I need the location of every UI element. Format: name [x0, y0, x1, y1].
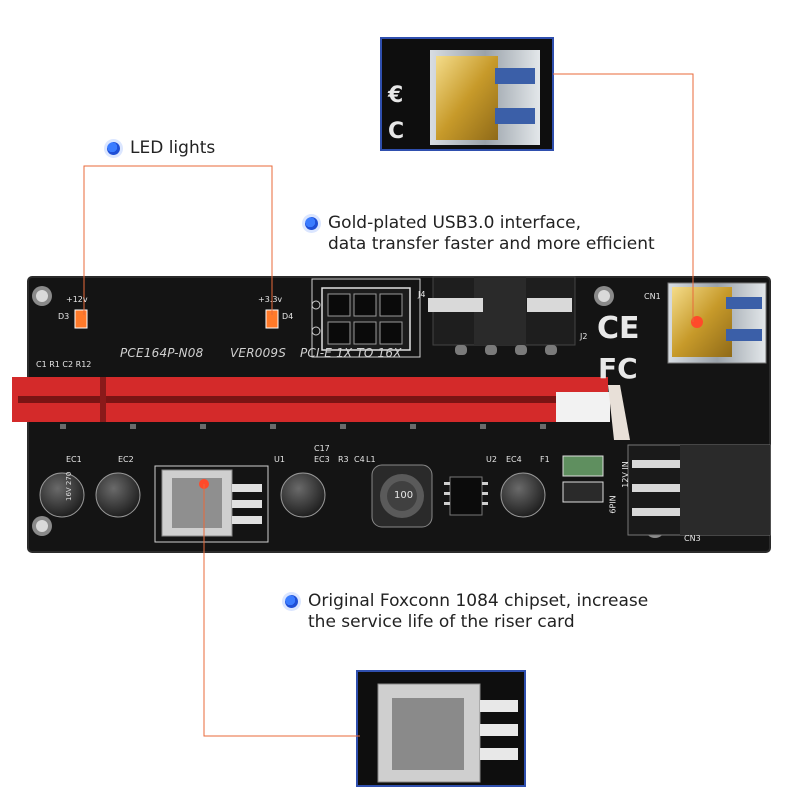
pcie-16x-slot [12, 377, 630, 440]
svg-text:C: C [388, 119, 404, 144]
usb-closeup-inset: € C [380, 37, 554, 151]
silk-33v: +3.3v [258, 295, 283, 304]
silk-cn1: CN1 [644, 292, 661, 301]
silk-ec2: EC2 [118, 455, 134, 464]
silk-j2: J2 [580, 332, 588, 341]
silk-inductor-100: 100 [394, 490, 414, 501]
callout-led-text: LED lights [130, 138, 216, 158]
chipset-closeup-inset [356, 670, 526, 787]
silk-c17: C17 [314, 444, 330, 453]
certification-marks: CE FC [597, 311, 640, 385]
callout-chipset-line2: the service life of the riser card [308, 612, 575, 632]
callout-usb: Gold-plated USB3.0 interface, data trans… [305, 213, 655, 255]
chipset-regulator [154, 465, 269, 543]
ic-u2 [444, 476, 488, 516]
silk-u2: U2 [486, 455, 497, 464]
bullet-dot-icon [107, 142, 120, 155]
capacitor-ec1: 16V 270 [39, 472, 85, 518]
silk-f1: F1 [540, 455, 550, 464]
silk-12v-in: 12V IN [620, 461, 630, 488]
bullet-dot-icon [305, 217, 318, 230]
capacitor-ec3 [280, 472, 326, 518]
silk-d3: D3 [58, 312, 70, 321]
inductor-l1 [371, 464, 433, 528]
capacitor-ec2 [95, 472, 141, 518]
fuse-f1 [562, 455, 604, 503]
silk-u1: U1 [274, 455, 285, 464]
silk-ec3: EC3 [314, 455, 330, 464]
silk-j4: J4 [418, 290, 426, 299]
molex-connector [428, 276, 576, 355]
led-d3 [74, 309, 88, 329]
silk-ec4: EC4 [506, 455, 522, 464]
callout-usb-line2: data transfer faster and more efficient [328, 234, 655, 254]
silk-cn3: CN3 [684, 534, 701, 543]
silk-c4: C4 [354, 455, 365, 464]
silk-6pin: 6PIN [608, 495, 618, 514]
silk-c1-row: C1 R1 C2 R12 [36, 360, 92, 369]
callout-led-lights: LED lights [107, 138, 215, 159]
silk-l1: L1 [366, 455, 376, 464]
power-input-connector [627, 444, 771, 536]
six-pin-header [311, 278, 421, 358]
silk-ec1: EC1 [66, 455, 82, 464]
callout-chipset: Original Foxconn 1084 chipset, increase … [285, 591, 648, 633]
leader-lines [83, 73, 694, 737]
board-slot-label: PCI-E 1X TO 16X [300, 346, 402, 360]
board-version-label: VER009S [230, 346, 287, 360]
silk-12v: +12v [66, 295, 88, 304]
svg-text:CE: CE [597, 311, 640, 346]
silk-d4: D4 [282, 312, 294, 321]
capacitor-ec4 [500, 472, 546, 518]
callout-chipset-line1: Original Foxconn 1084 chipset, increase [308, 591, 649, 611]
svg-text:€: € [387, 83, 403, 108]
svg-text:FC: FC [598, 352, 638, 385]
bullet-dot-icon [285, 595, 298, 608]
callout-usb-line1: Gold-plated USB3.0 interface, [328, 213, 582, 233]
board-model-label: PCE164P-N08 [120, 346, 204, 360]
svg-text:16V 270: 16V 270 [65, 472, 73, 501]
silk-r3: R3 [338, 455, 349, 464]
usb-port [667, 282, 767, 364]
